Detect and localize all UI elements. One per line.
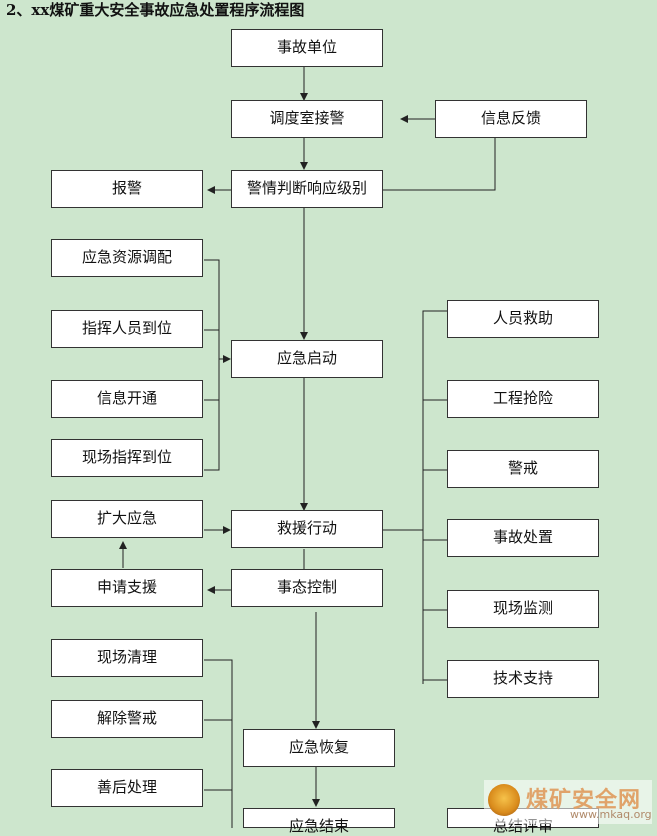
node-dispatch-alarm: 调度室接警 [231,100,383,138]
node-request-support: 申请支援 [51,569,203,607]
node-info-feedback: 信息反馈 [435,100,587,138]
node-rescue-action: 救援行动 [231,510,383,548]
node-emergency-end: 应急结束 [243,808,395,835]
node-resource-allocation: 应急资源调配 [51,239,203,277]
node-aftermath: 善后处理 [51,769,203,807]
node-report-alarm: 报警 [51,170,203,208]
node-recovery: 应急恢复 [243,729,395,767]
node-accident-handling: 事故处置 [447,519,599,557]
node-accident-unit: 事故单位 [231,29,383,67]
bracket-left-recovery [204,659,233,828]
node-expand-emergency: 扩大应急 [51,500,203,538]
node-lift-alert: 解除警戒 [51,700,203,738]
node-alert: 警戒 [447,450,599,488]
node-emergency-start: 应急启动 [231,340,383,378]
site-watermark: 煤矿安全网 www.mkaq.org [484,780,652,824]
bracket-right-rescue [422,310,447,684]
node-personnel-rescue: 人员救助 [447,300,599,338]
mine-logo-icon [488,784,520,816]
node-engineering-rescue: 工程抢险 [447,380,599,418]
node-onsite-command: 现场指挥到位 [51,439,203,477]
node-situation-control: 事态控制 [231,569,383,607]
node-site-monitoring: 现场监测 [447,590,599,628]
node-commanders-arrive: 指挥人员到位 [51,310,203,348]
watermark-title: 煤矿安全网 [526,787,642,813]
line-judge-to-feedback [383,138,496,191]
watermark-url: www.mkaq.org [570,808,652,821]
node-judge-level: 警情判断响应级别 [231,170,383,208]
node-tech-support: 技术支持 [447,660,599,698]
bracket-left-start [204,259,220,471]
node-info-open: 信息开通 [51,380,203,418]
node-site-cleanup: 现场清理 [51,639,203,677]
diagram-title: 2、xx煤矿重大安全事故应急处置程序流程图 [6,1,305,19]
